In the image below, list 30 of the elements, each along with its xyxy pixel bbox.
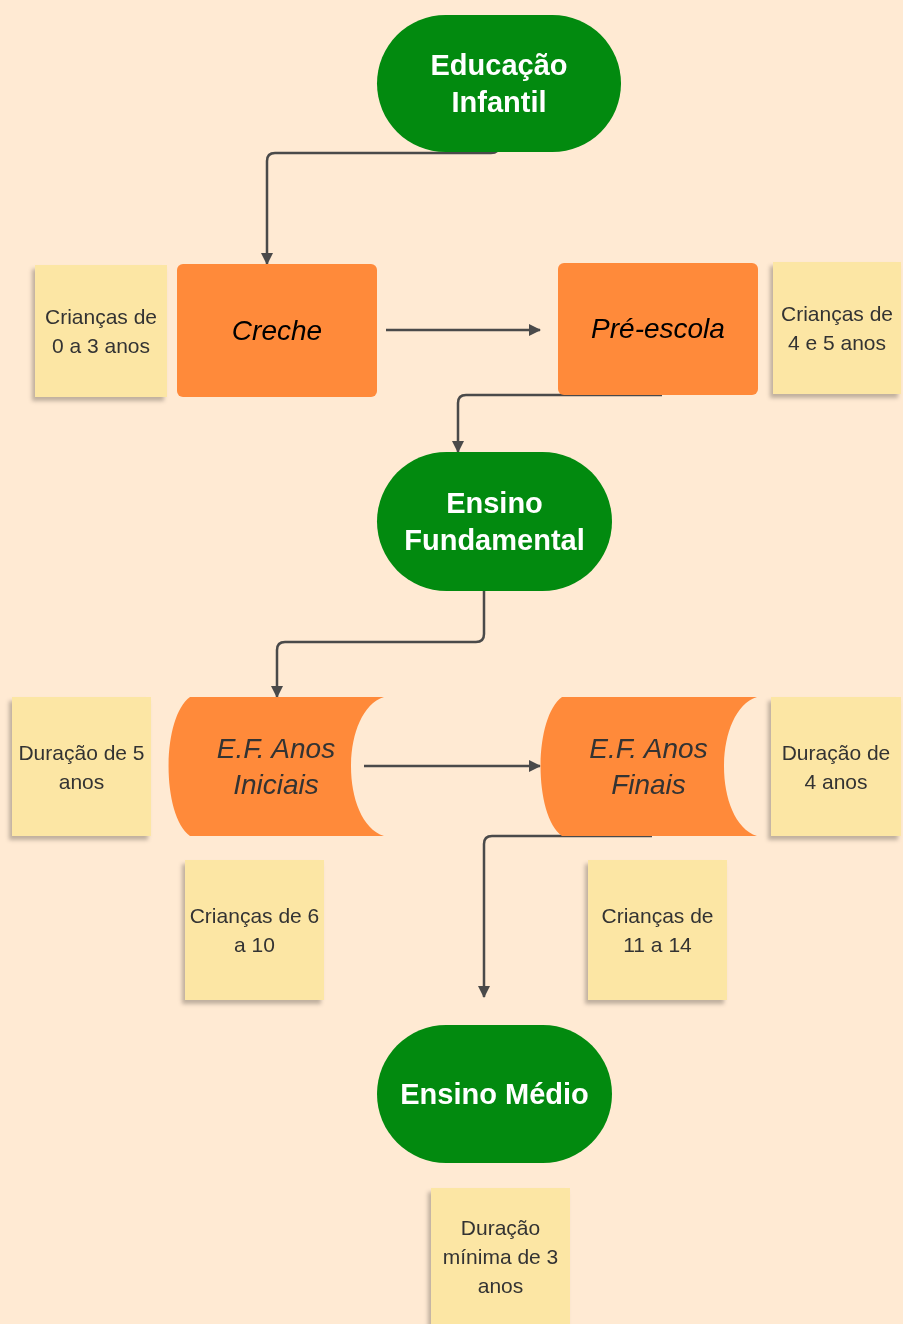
node-label: E.F. Anos Finais <box>588 731 709 802</box>
sticky-note <box>185 860 324 1000</box>
sticky-note <box>771 697 901 836</box>
note-text: Duração mínima de 3 anos <box>441 1214 560 1299</box>
node-label: E.F. Anos Iniciais <box>215 731 337 802</box>
arrow <box>452 393 662 453</box>
node-label: Ensino Médio <box>400 1076 589 1112</box>
arrow <box>364 760 541 772</box>
node-label: Educação Infantil <box>429 47 569 120</box>
note-text: Duração de 4 anos <box>780 739 892 795</box>
sticky-note <box>773 262 901 394</box>
node-label: Ensino Fundamental <box>403 485 586 558</box>
sticky-note <box>588 860 727 1000</box>
node-label: Pré-escola <box>591 312 725 346</box>
process-box <box>177 264 377 397</box>
note-text: Crianças de 11 a 14 <box>600 903 715 958</box>
node-label: Creche <box>231 313 323 348</box>
arrow <box>386 324 541 336</box>
sticky-note <box>35 265 167 397</box>
process-box <box>558 263 758 395</box>
sticky-note <box>12 697 151 836</box>
note-text: Crianças de 6 a 10 <box>189 903 320 958</box>
note-text: Duração de 5 anos <box>17 739 146 795</box>
stored-data-shape <box>540 697 757 836</box>
sticky-note <box>431 1188 570 1324</box>
stored-data-shape <box>168 697 384 836</box>
note-text: Crianças de 4 e 5 anos <box>779 301 895 356</box>
note-text: Crianças de 0 a 3 anos <box>43 304 159 359</box>
arrow <box>478 834 652 998</box>
arrow <box>271 591 486 698</box>
